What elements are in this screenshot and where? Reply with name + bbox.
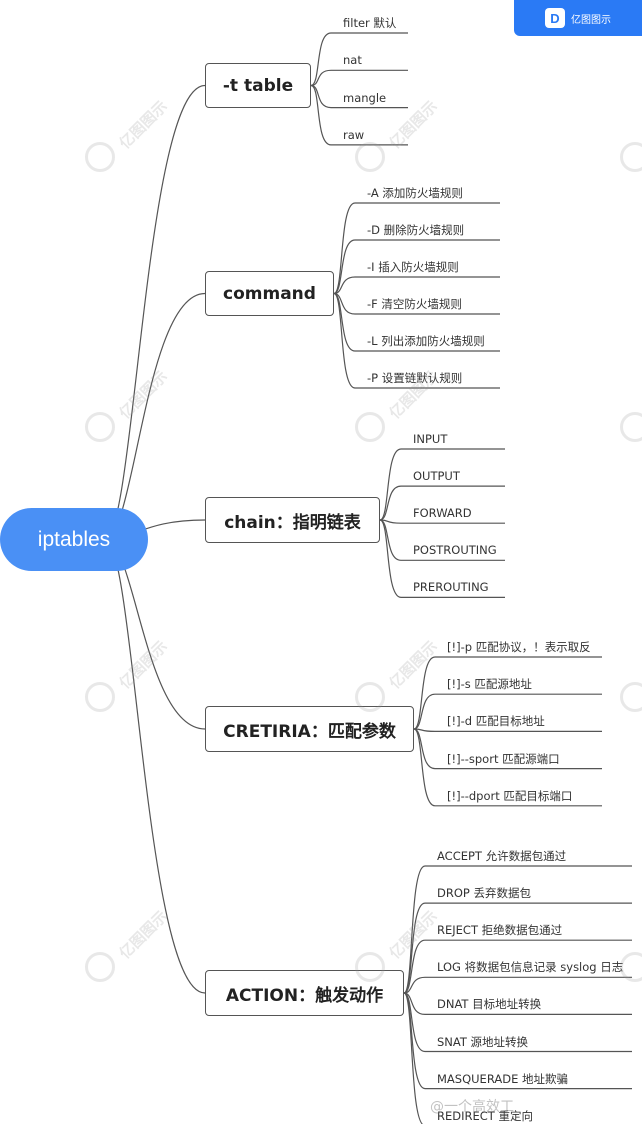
leaf-node[interactable]: nat: [343, 53, 362, 68]
leaf-node[interactable]: POSTROUTING: [413, 543, 497, 558]
leaf-node[interactable]: [!]-d 匹配目标地址: [447, 714, 545, 729]
leaf-connector: [413, 728, 602, 732]
leaf-connector: [310, 69, 408, 87]
leaf-node[interactable]: [!]--dport 匹配目标端口: [447, 788, 573, 803]
leaf-connector: [379, 519, 505, 524]
leaf-connector: [403, 939, 632, 994]
leaf-connector: [403, 976, 632, 994]
leaf-connector: [333, 239, 500, 295]
branch-node[interactable]: command: [205, 271, 334, 316]
leaf-connector: [413, 693, 602, 730]
leaf-connector: [413, 728, 602, 807]
edraw-logo-icon: D: [545, 8, 565, 28]
branch-node[interactable]: chain：指明链表: [205, 497, 380, 543]
root-branch-connector: [104, 84, 206, 540]
leaf-node[interactable]: DNAT 目标地址转换: [437, 997, 542, 1012]
leaf-node[interactable]: mangle: [343, 90, 387, 105]
root-node[interactable]: iptables: [0, 508, 148, 571]
leaf-node[interactable]: LOG 将数据包信息记录 syslog 日志: [437, 960, 624, 975]
root-branch-connector: [104, 538, 206, 994]
leaf-connector: [379, 519, 505, 561]
leaf-connector: [379, 519, 505, 598]
leaf-node[interactable]: INPUT: [413, 432, 448, 446]
leaf-node[interactable]: [!]-p 匹配协议，！表示取反: [447, 640, 591, 654]
leaf-node[interactable]: FORWARD: [413, 506, 472, 521]
leaf-node[interactable]: raw: [343, 127, 365, 142]
leaf-connector: [379, 485, 505, 521]
leaf-node[interactable]: -P 设置链默认规则: [367, 371, 463, 385]
leaf-node[interactable]: MASQUERADE 地址欺骗: [437, 1071, 568, 1086]
brand-logo[interactable]: D 亿图图示: [514, 0, 642, 36]
branch-node[interactable]: CRETIRIA：匹配参数: [205, 706, 414, 752]
footer-watermark: @一个高效工: [430, 1099, 514, 1115]
leaf-connector: [403, 865, 632, 994]
leaf-node[interactable]: OUTPUT: [413, 469, 460, 484]
leaf-connector: [413, 728, 602, 770]
leaf-node[interactable]: -A 添加防火墙规则: [367, 186, 463, 200]
leaf-node[interactable]: REJECT 拒绝数据包通过: [437, 923, 563, 938]
leaf-node[interactable]: -L 列出添加防火墙规则: [367, 334, 485, 348]
leaf-node[interactable]: ACCEPT 允许数据包通过: [437, 849, 567, 863]
leaf-node[interactable]: filter 默认: [343, 16, 397, 30]
root-branch-connector: [104, 292, 206, 540]
leaf-node[interactable]: -I 插入防火墙规则: [367, 260, 459, 274]
brand-name: 亿图图示: [571, 14, 611, 26]
leaf-node[interactable]: SNAT 源地址转换: [437, 1034, 529, 1049]
leaf-connector: [333, 202, 500, 295]
leaf-connector: [310, 84, 408, 146]
leaf-connector: [310, 32, 408, 87]
branch-node[interactable]: ACTION：触发动作: [205, 970, 404, 1016]
leaf-node[interactable]: REDIRECT 重定向: [437, 1108, 533, 1123]
leaf-connector: [379, 448, 505, 521]
leaf-node[interactable]: -D 删除防火墙规则: [367, 223, 465, 237]
branch-node[interactable]: -t table: [205, 63, 311, 108]
leaf-connector: [333, 292, 500, 389]
leaf-connector: [403, 992, 424, 1124]
leaf-node[interactable]: DROP 丢弃数据包: [437, 886, 531, 901]
leaf-node[interactable]: -F 清空防火墙规则: [367, 297, 462, 311]
leaf-connector: [403, 902, 632, 994]
leaf-node[interactable]: PREROUTING: [413, 580, 489, 595]
leaf-connector: [333, 276, 500, 295]
leaf-connector: [413, 656, 602, 730]
leaf-node[interactable]: [!]-s 匹配源地址: [447, 677, 532, 692]
leaf-node[interactable]: [!]--sport 匹配源端口: [447, 751, 560, 766]
